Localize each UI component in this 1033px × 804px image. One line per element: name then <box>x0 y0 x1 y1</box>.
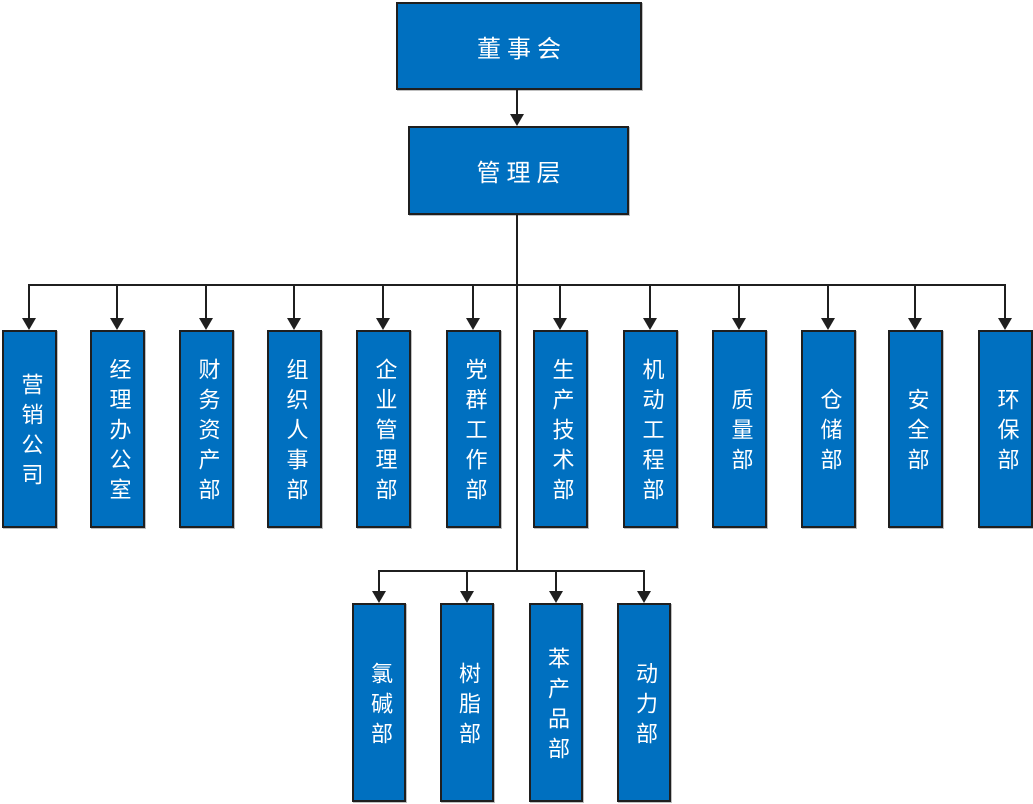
connector-line <box>516 215 518 571</box>
connector-arrow-icon <box>549 591 563 603</box>
org-node-unit-label: 苯产品部 <box>544 646 569 767</box>
org-node-dept-5: 企业管理部 <box>356 330 411 528</box>
connector-line <box>382 286 384 318</box>
connector-line <box>643 572 645 591</box>
connector-arrow-icon <box>643 318 657 330</box>
org-node-dept-label: 营销公司 <box>17 373 43 493</box>
connector-arrow-icon <box>372 591 386 603</box>
org-node-board-label: 董事会 <box>477 34 567 63</box>
connector-line <box>827 286 829 318</box>
org-node-dept-11: 安全部 <box>888 330 943 528</box>
connector-line <box>466 572 468 591</box>
org-node-dept-label: 生产技术部 <box>548 358 574 508</box>
connector-arrow-icon <box>110 318 124 330</box>
connector-arrow-icon <box>510 114 524 126</box>
connector-arrow-icon <box>376 318 390 330</box>
org-node-dept-label: 机动工程部 <box>638 358 664 508</box>
connector-line <box>205 286 207 318</box>
org-node-unit-3: 苯产品部 <box>529 603 583 802</box>
org-node-dept-label: 党群工作部 <box>461 358 487 508</box>
connector-arrow-icon <box>821 318 835 330</box>
org-node-unit-label: 树脂部 <box>455 661 480 752</box>
org-node-dept-8: 机动工程部 <box>623 330 678 528</box>
org-node-dept-label: 仓储部 <box>816 388 842 478</box>
connector-line <box>293 286 295 318</box>
org-node-unit-label: 氯碱部 <box>367 661 392 752</box>
connector-arrow-icon <box>287 318 301 330</box>
org-node-unit-1: 氯碱部 <box>352 603 406 802</box>
org-node-unit-label: 动力部 <box>632 661 657 752</box>
connector-arrow-icon <box>22 318 36 330</box>
connector-arrow-icon <box>553 318 567 330</box>
connector-line <box>378 570 645 572</box>
org-node-dept-label: 经理办公室 <box>105 358 131 508</box>
org-node-dept-label: 安全部 <box>903 388 929 478</box>
connector-arrow-icon <box>732 318 746 330</box>
connector-line <box>559 286 561 318</box>
org-node-dept-label: 组织人事部 <box>282 358 308 508</box>
org-node-unit-4: 动力部 <box>617 603 671 802</box>
org-node-management-label: 管理层 <box>476 159 567 187</box>
org-node-dept-label: 企业管理部 <box>371 358 397 508</box>
connector-line <box>472 286 474 318</box>
connector-arrow-icon <box>908 318 922 330</box>
connector-line <box>649 286 651 318</box>
org-node-dept-2: 经理办公室 <box>90 330 145 528</box>
connector-arrow-icon <box>460 591 474 603</box>
org-node-dept-9: 质量部 <box>712 330 767 528</box>
connector-arrow-icon <box>998 318 1012 330</box>
org-node-dept-6: 党群工作部 <box>446 330 501 528</box>
connector-line <box>516 90 518 115</box>
org-node-dept-label: 财务资产部 <box>194 358 220 508</box>
org-node-unit-2: 树脂部 <box>440 603 494 802</box>
connector-arrow-icon <box>199 318 213 330</box>
org-node-dept-7: 生产技术部 <box>533 330 588 528</box>
org-node-dept-label: 环保部 <box>993 388 1019 478</box>
org-node-dept-10: 仓储部 <box>801 330 856 528</box>
connector-line <box>555 572 557 591</box>
org-node-dept-12: 环保部 <box>978 330 1033 528</box>
connector-line <box>28 286 30 318</box>
connector-line <box>1004 286 1006 318</box>
connector-arrow-icon <box>637 591 651 603</box>
connector-line <box>914 286 916 318</box>
org-node-management: 管理层 <box>408 126 629 215</box>
org-node-dept-3: 财务资产部 <box>179 330 234 528</box>
connector-line <box>378 572 380 591</box>
connector-arrow-icon <box>466 318 480 330</box>
connector-line <box>116 286 118 318</box>
org-node-dept-label: 质量部 <box>727 388 753 478</box>
connector-line <box>28 284 1006 286</box>
connector-line <box>738 286 740 318</box>
org-node-board: 董事会 <box>396 2 642 90</box>
org-node-dept-4: 组织人事部 <box>267 330 322 528</box>
org-node-dept-1: 营销公司 <box>2 330 57 528</box>
